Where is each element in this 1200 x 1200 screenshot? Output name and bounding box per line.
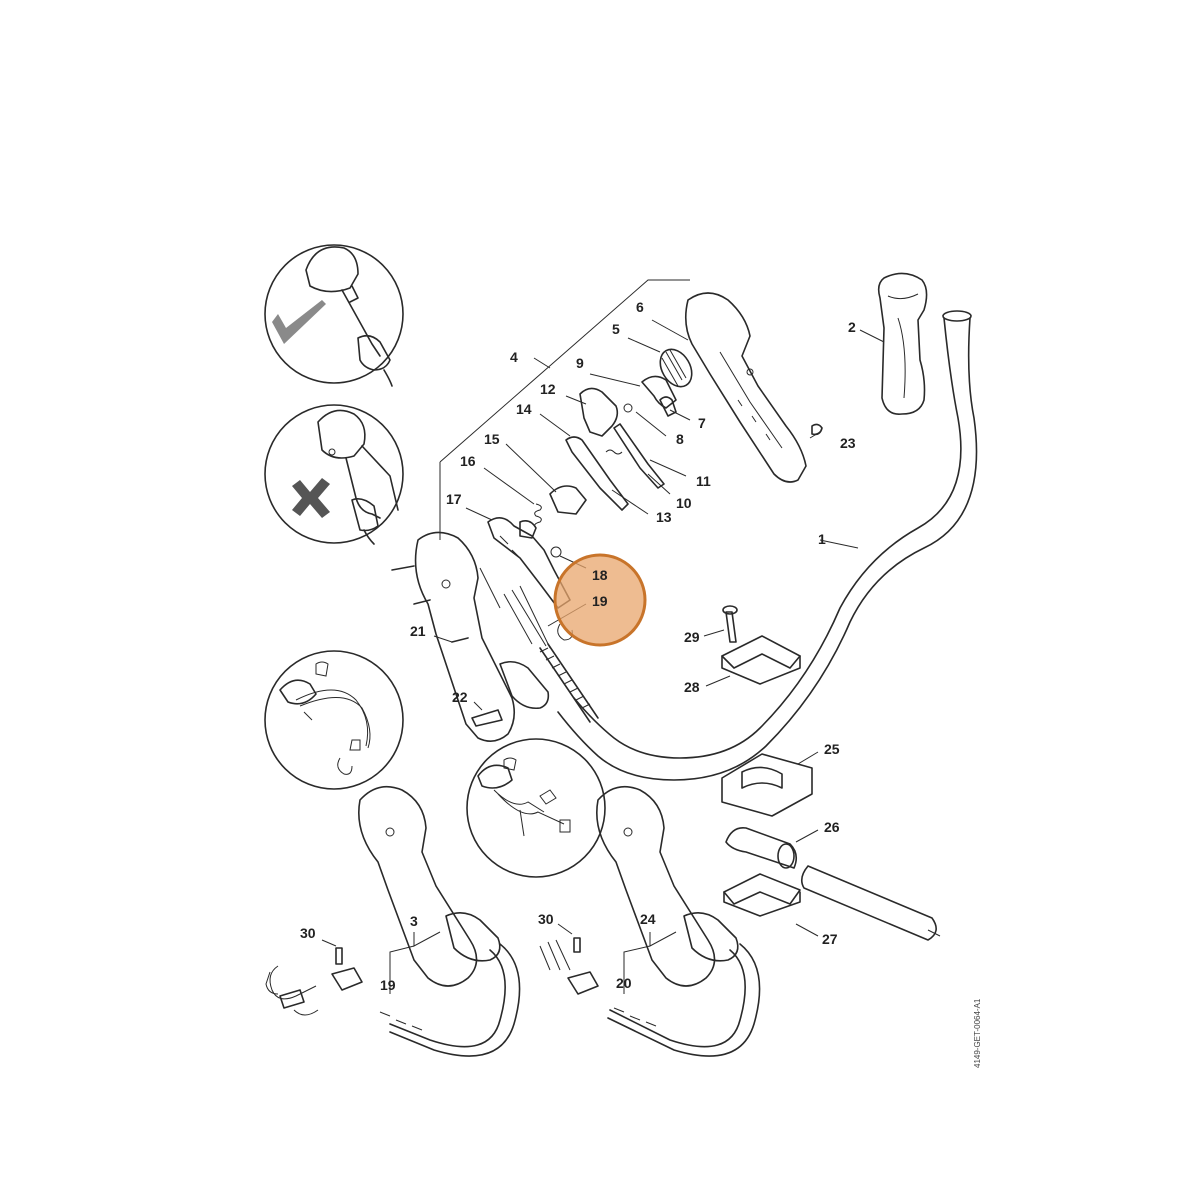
small-parts: [487, 348, 693, 609]
handle-assembly-left: [391, 531, 599, 742]
cross-icon: [292, 478, 330, 518]
label-20: 20: [616, 975, 632, 991]
label-19: 19: [592, 593, 608, 609]
label-7: 7: [698, 415, 706, 431]
label-27: 27: [822, 931, 838, 947]
handlebar: [557, 310, 978, 781]
label-18: 18: [592, 567, 608, 583]
label-30-left: 30: [300, 925, 316, 941]
label-14: 14: [516, 401, 532, 417]
label-16: 16: [460, 453, 476, 469]
label-24: 24: [640, 911, 656, 927]
label-21: 21: [410, 623, 426, 639]
screw-23: [811, 423, 823, 436]
inset-wiring-left: [264, 650, 404, 790]
inset-wiring-right: [466, 738, 606, 878]
inset-correct: [264, 244, 404, 387]
label-29: 29: [684, 629, 700, 645]
handle-bottom-right: [539, 785, 761, 1057]
label-22: 22: [452, 689, 468, 705]
label-11: 11: [696, 473, 711, 489]
clamp-upper: [721, 605, 801, 685]
grip: [877, 272, 928, 415]
label-19-bottom: 19: [380, 977, 396, 993]
housing-upper: [684, 292, 807, 483]
label-25: 25: [824, 741, 840, 757]
label-28: 28: [684, 679, 700, 695]
document-code: 4149-GET-0064-A1: [973, 998, 982, 1068]
group-bracket: [439, 279, 690, 540]
label-2: 2: [848, 319, 856, 335]
label-26: 26: [824, 819, 840, 835]
clamp-lower: [721, 753, 941, 941]
label-8: 8: [676, 431, 684, 447]
label-5: 5: [612, 321, 620, 337]
label-13: 13: [656, 509, 672, 525]
inset-wrong: [264, 404, 404, 545]
label-1: 1: [818, 531, 826, 547]
label-10: 10: [676, 495, 692, 511]
label-6: 6: [636, 299, 644, 315]
handle-bottom-left: [265, 785, 521, 1057]
highlight-circle: [553, 553, 647, 647]
part-labels: 1 2 3 4 5 6 7 8 9 10 11 12 13 14 15 16 1…: [300, 299, 856, 993]
label-3: 3: [410, 913, 418, 929]
check-icon: [272, 300, 326, 344]
label-15: 15: [484, 431, 500, 447]
label-17: 17: [446, 491, 462, 507]
label-30-right: 30: [538, 911, 554, 927]
label-12: 12: [540, 381, 556, 397]
label-23: 23: [840, 435, 856, 451]
label-9: 9: [576, 355, 584, 371]
label-4: 4: [510, 349, 518, 365]
